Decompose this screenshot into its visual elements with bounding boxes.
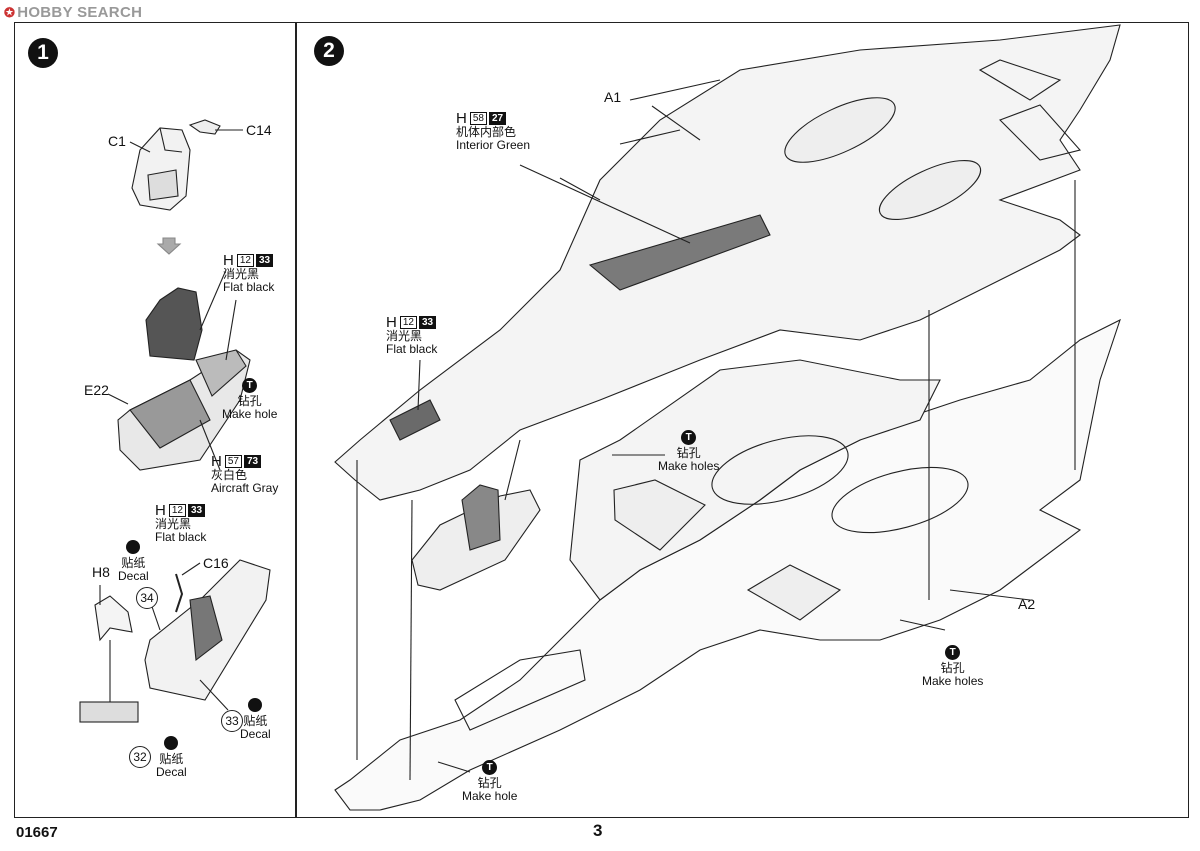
product-code: 01667: [16, 824, 58, 841]
paint-name-zh: 消光黑: [223, 267, 260, 281]
paint-letter: H: [155, 502, 166, 519]
paint-name-zh: 消光黑: [386, 329, 423, 343]
decal-callout-33: 贴纸 Decal: [240, 698, 271, 741]
make-holes-callout-2: T 钻孔 Make holes: [922, 645, 983, 688]
make-hole-callout-step1: T 钻孔 Make hole: [222, 378, 277, 421]
decal-icon: [248, 698, 263, 712]
paint-number: 58: [469, 112, 487, 125]
paint-number: 12: [236, 254, 254, 267]
step2-badge: 2: [314, 36, 344, 66]
paint-number: 12: [168, 504, 186, 517]
seat-c1-drawing: [129, 119, 243, 211]
step2-panel: [296, 22, 1189, 818]
step-arrow: [156, 237, 182, 255]
make-holes-zh: 钻孔: [940, 661, 965, 675]
drill-icon: T: [242, 378, 258, 393]
decal-zh: 贴纸: [121, 556, 146, 570]
paint-name-zh: 消光黑: [155, 517, 192, 531]
make-hole-callout-step2: T 钻孔 Make hole: [462, 760, 517, 803]
make-hole-zh: 钻孔: [237, 394, 262, 408]
decal-en: Decal: [156, 765, 187, 779]
make-holes-en: Make holes: [658, 459, 720, 473]
paint-name-zh: 机体内部色: [456, 125, 517, 139]
make-hole-en: Make hole: [222, 407, 278, 421]
make-hole-zh: 钻孔: [477, 776, 502, 790]
paint-letter: H: [386, 314, 397, 331]
decal-callout-34: 贴纸 Decal: [118, 540, 149, 583]
watermark-text: HOBBY SEARCH: [17, 4, 143, 21]
make-holes-zh: 钻孔: [676, 446, 701, 460]
decal-number-32: 32: [129, 746, 151, 768]
paint-letter: H: [223, 252, 234, 269]
cockpit-tub-drawing: [107, 269, 251, 471]
lower-fuselage-drawing: [334, 180, 1121, 811]
paint-letter: H: [211, 453, 222, 470]
decal-number-33: 33: [221, 710, 243, 732]
watermark: ✪HOBBY SEARCH: [4, 4, 142, 21]
decal-en: Decal: [118, 569, 149, 583]
step1-badge: 1: [28, 38, 58, 68]
paint-number-alt: 33: [255, 254, 274, 267]
make-holes-en: Make holes: [922, 674, 984, 688]
paint-name-en: Aircraft Gray: [211, 481, 279, 495]
page-number: 3: [593, 821, 603, 840]
part-label-a1: A1: [604, 89, 622, 105]
part-label-h8: H8: [92, 564, 110, 580]
upper-fuselage-drawing: [334, 24, 1121, 501]
drill-icon: T: [945, 645, 961, 660]
paint-number-alt: 73: [243, 455, 262, 468]
watermark-logo: ✪: [4, 5, 16, 20]
part-label-c14: C14: [246, 122, 272, 138]
paint-letter: H: [456, 110, 467, 127]
decal-en: Decal: [240, 727, 271, 741]
decal-zh: 贴纸: [159, 752, 184, 766]
paint-number-alt: 33: [418, 316, 437, 329]
part-label-e22: E22: [84, 382, 109, 398]
paint-name-en: Flat black: [223, 280, 275, 294]
part-label-a2: A2: [1018, 596, 1036, 612]
drill-icon: T: [681, 430, 697, 445]
make-hole-en: Make hole: [462, 789, 518, 803]
paint-number-alt: 27: [488, 112, 507, 125]
decal-icon: [164, 736, 179, 750]
decal-callout-32: 贴纸 Decal: [156, 736, 187, 779]
step1-panel: [14, 22, 296, 818]
make-holes-callout-1: T 钻孔 Make holes: [658, 430, 719, 473]
paint-number-alt: 33: [187, 504, 206, 517]
paint-number: 57: [224, 455, 242, 468]
cockpit-detail-drawing: [79, 559, 271, 723]
decal-zh: 贴纸: [243, 714, 268, 728]
paint-name-en: Flat black: [386, 342, 438, 356]
seat-assembly-drawing: [411, 439, 541, 591]
decal-number-34: 34: [136, 587, 158, 609]
decal-icon: [126, 540, 141, 554]
paint-name-zh: 灰白色: [211, 468, 248, 482]
paint-number: 12: [399, 316, 417, 329]
part-label-c16: C16: [203, 555, 229, 571]
paint-name-en: Interior Green: [456, 138, 531, 152]
part-label-c1: C1: [108, 133, 126, 149]
paint-name-en: Flat black: [155, 530, 207, 544]
drill-icon: T: [482, 760, 498, 775]
